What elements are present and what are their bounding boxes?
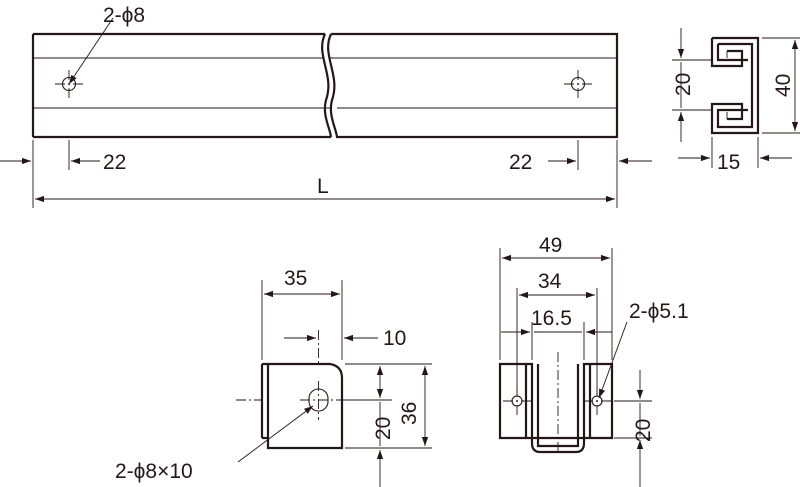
- width-dim: 15: [717, 151, 740, 174]
- length-dim: L: [317, 175, 329, 198]
- hole-label: 2-ϕ8: [103, 4, 145, 27]
- height-dim: 20: [632, 419, 655, 442]
- outer-height-dim: 40: [772, 74, 795, 97]
- width-dim: 35: [284, 267, 307, 290]
- inner-height-dim: 20: [672, 73, 695, 96]
- height-small-dim: 20: [372, 417, 395, 440]
- height-total-dim: 36: [398, 402, 421, 425]
- slot-label: 2-ϕ8×10: [115, 460, 193, 483]
- left-offset-dim: 22: [103, 151, 126, 174]
- hole-label: 2-ϕ5.1: [629, 300, 689, 323]
- bracket-front-view: 2-ϕ5.1 49 34 16.5 20: [498, 234, 689, 487]
- width-total-dim: 49: [539, 234, 562, 257]
- width-center-dim: 16.5: [531, 307, 572, 330]
- right-offset-dim: 22: [509, 151, 532, 174]
- width-inner-dim: 34: [538, 270, 562, 293]
- break-line-left: [321, 33, 333, 138]
- bracket-side-view: 2-ϕ8×10 35 10 20 36: [115, 267, 432, 487]
- rail-section-view: 20 40 15: [672, 28, 800, 174]
- rail-front-view: 2-ϕ8 22 22 L: [0, 4, 652, 208]
- break-line-right: [327, 33, 339, 138]
- offset-dim: 10: [383, 327, 406, 350]
